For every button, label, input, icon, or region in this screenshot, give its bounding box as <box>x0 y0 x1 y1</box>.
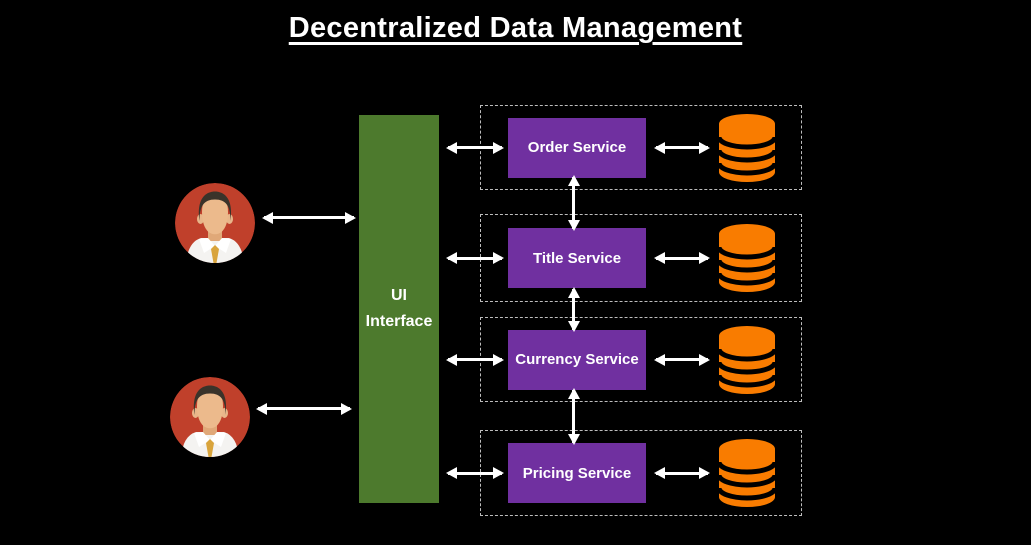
service-box-order: Order Service <box>508 117 646 178</box>
diagram-title: Decentralized Data Management <box>288 12 743 44</box>
service-group-currency: Currency Service <box>448 317 802 402</box>
ui-interface-label-line2: Interface <box>365 313 433 330</box>
arrow-title-currency <box>572 289 575 330</box>
service-label: Title Service <box>532 249 622 267</box>
arrow-user2-ui <box>258 407 350 410</box>
service-group-title: Title Service <box>448 214 802 302</box>
ui-interface-label-line1: UI <box>391 287 407 305</box>
arrow-ui-currency-service <box>448 358 502 361</box>
arrow-ui-title-service <box>448 256 502 260</box>
arrow-currency-database <box>656 358 708 361</box>
database-icon <box>718 223 776 293</box>
arrow-title-database <box>656 256 708 260</box>
database-icon <box>718 325 776 395</box>
service-label: Currency Service <box>515 351 639 368</box>
arrow-pricing-database <box>656 471 708 475</box>
user-avatar-1 <box>175 183 255 263</box>
arrow-order-title <box>572 177 575 229</box>
ui-interface-box: UI Interface <box>359 115 439 503</box>
user-icon <box>170 377 250 457</box>
user-icon <box>175 183 255 263</box>
service-box-currency: Currency Service <box>508 329 646 390</box>
service-box-pricing: Pricing Service <box>508 443 646 503</box>
service-group-order: Order Service <box>448 105 802 190</box>
arrow-order-database <box>656 146 708 149</box>
database-icon <box>718 113 776 183</box>
arrow-user1-ui <box>264 216 354 219</box>
arrow-ui-pricing-service <box>448 471 502 475</box>
service-label: Pricing Service <box>522 464 632 482</box>
user-avatar-2 <box>170 377 250 457</box>
arrow-currency-pricing <box>572 390 575 443</box>
service-box-title: Title Service <box>508 228 646 288</box>
database-icon <box>718 438 776 508</box>
arrow-ui-order-service <box>448 146 502 149</box>
service-group-pricing: Pricing Service <box>448 430 802 516</box>
service-label: Order Service <box>527 139 627 156</box>
